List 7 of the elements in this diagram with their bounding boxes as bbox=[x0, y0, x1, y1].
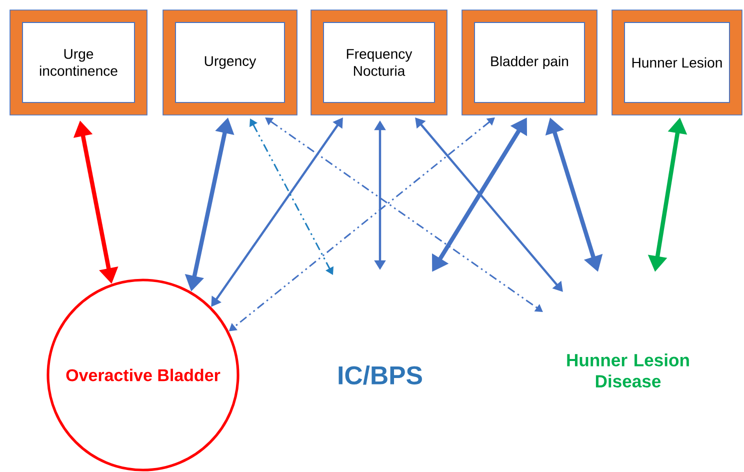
condition-label: Hunner Lesion Disease bbox=[567, 354, 689, 388]
symptom-box: Urgency bbox=[162, 10, 298, 116]
condition-label: IC/BPS bbox=[338, 366, 422, 385]
symptom-box: Bladder pain bbox=[462, 10, 598, 116]
symptom-box: Frequency Nocturia bbox=[310, 10, 448, 116]
symptom-box: Urge incontinence bbox=[10, 10, 148, 116]
symptom-box: Hunner Lesion bbox=[612, 10, 742, 116]
